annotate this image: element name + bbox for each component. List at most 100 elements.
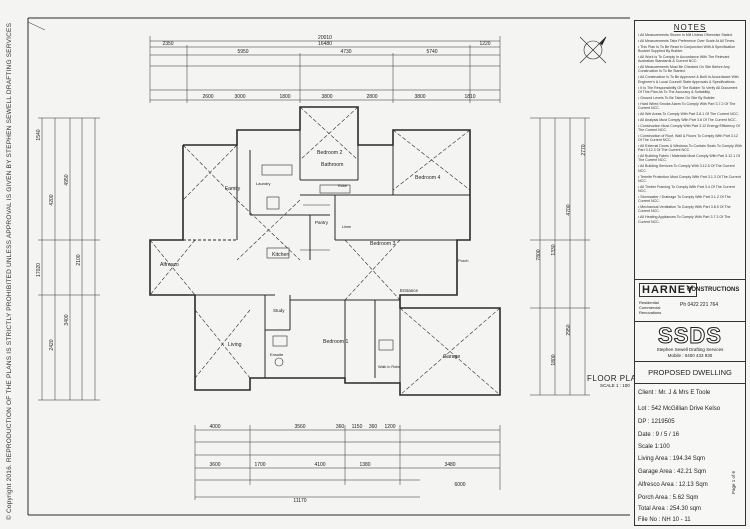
- dim-text: 4100: [314, 462, 325, 468]
- project-title-box: PROPOSED DWELLING: [635, 361, 745, 384]
- dimension-text-left: 1540 4200 4950 17020 2100 3400 2420: [36, 129, 82, 350]
- note-item: • All Analysis Must Comply With Part 3.8…: [638, 117, 737, 122]
- note-item: • Construction Must Comply With Part 3.1…: [638, 123, 740, 132]
- dim-text: 1810: [464, 94, 475, 100]
- dim-text: 1220: [479, 41, 490, 47]
- dim-text: 4700: [566, 204, 572, 215]
- note-item: • All Building Fabric / Materials Must C…: [638, 154, 740, 163]
- site-boundary: [27, 21, 46, 31]
- note-item: • All Construction Is To Be Approved & B…: [638, 75, 739, 84]
- dim-text: 4730: [340, 49, 351, 55]
- note-item: • All Work Is To Comply In Accordance Wi…: [638, 54, 730, 64]
- drafting-name: Stephen Sewell Drafting Services: [656, 347, 724, 352]
- alfresco-area: Alfresco Area : 12.13 Sqm: [638, 482, 708, 488]
- room-label-robe: Robe: [338, 184, 347, 188]
- builder-line: Residential: [639, 300, 659, 305]
- dim-text: 2600: [202, 94, 213, 100]
- dim-text: 2350: [162, 41, 173, 47]
- date: Date : 9 / 5 / 16: [638, 432, 680, 438]
- room-label-pantry: Pantry: [315, 220, 329, 225]
- dimension-lines-bottom: [194, 425, 501, 500]
- dim-text: 1380: [359, 462, 370, 468]
- note-item: • It Is The Responsibility Of The Builde…: [638, 85, 738, 94]
- builder-line: Renovations: [639, 310, 662, 315]
- porch-area: Porch Area : 5.62 Sqm: [638, 495, 699, 501]
- note-item: • All Heating Appliances To Comply With …: [638, 215, 731, 224]
- dim-overall-bottom: 11170: [293, 498, 306, 504]
- drafting-logo: SSDS Stephen Sewell Drafting Services Mo…: [635, 321, 745, 362]
- dim-text: 1700: [254, 462, 265, 468]
- dim-text: 4950: [64, 174, 70, 185]
- floor-plan-title: FLOOR PLAN: [587, 374, 643, 383]
- dim-text: 1150: [352, 424, 363, 430]
- lot: Lot : 542 McGillian Drive Kelso: [638, 406, 721, 412]
- builder-phone: Ph 0422 221 764: [680, 302, 719, 308]
- dim-text: 2950: [566, 324, 572, 335]
- internal-walls: [183, 130, 470, 395]
- room-label-kitchen: Kitchen: [272, 252, 289, 258]
- floor-plan-drawing: Bedroom 2 Bedroom 4 Bedroom 3 Bedroom 1 …: [27, 17, 630, 516]
- dim-text: 5740: [426, 49, 437, 55]
- dim-text: 2100: [76, 254, 82, 265]
- dimension-lines-left: [38, 117, 100, 401]
- dim-text: 3800: [414, 94, 425, 100]
- dim-text: 2420: [49, 339, 55, 350]
- dim-text: 6000: [454, 482, 465, 488]
- dimension-text-bottom: 4000 3560 360 1150 360 1200 3600 1700 41…: [209, 424, 465, 504]
- room-label-bedroom4: Bedroom 4: [415, 175, 440, 181]
- note-item: • All Measurements Shown In Mill Unless …: [638, 33, 733, 37]
- dp: DP : 1219505: [638, 419, 675, 425]
- dimension-text-top: 20010 2350 16480 1220 5950 4730 5740 260…: [162, 35, 490, 100]
- note-item: • Termite Protection Must Comply With Pa…: [638, 174, 741, 183]
- dim-text: 2800: [366, 94, 377, 100]
- room-label-ensuite: Ensuite: [270, 352, 284, 357]
- notes-title: NOTES: [673, 23, 707, 32]
- floor-plan-scale: SCALE 1 : 100: [600, 383, 630, 388]
- note-item: • All Building Services To Comply With 3…: [638, 164, 735, 173]
- note-item: • All Wet Areas To Comply With Part 3.8.…: [638, 111, 739, 116]
- fixtures: [261, 164, 394, 367]
- dim-text: 3800: [321, 94, 332, 100]
- room-labels: Bedroom 2 Bedroom 4 Bedroom 3 Bedroom 1 …: [160, 150, 468, 369]
- dim-text: 3560: [294, 424, 305, 430]
- dim-overall-top: 20010: [318, 35, 332, 41]
- page-number: Page 1 of 6: [731, 470, 736, 494]
- dim-text: 1800: [551, 354, 557, 365]
- room-label-study: Study: [273, 308, 285, 313]
- dim-text: 3000: [234, 94, 245, 100]
- builder-name: HARNEY: [639, 283, 698, 297]
- client: Client : Mr. J & Mrs E Toole: [638, 390, 711, 396]
- builder-logo: HARNEY CONSTRUCTIONS Residential Commerc…: [635, 279, 745, 322]
- room-label-bedroom2: Bedroom 2: [317, 150, 342, 156]
- dim-text: 1540: [36, 129, 42, 140]
- dim-text: 4200: [49, 194, 55, 205]
- room-label-garage: Garage: [443, 354, 460, 360]
- file-no: File No : NH 10 - 11: [638, 517, 691, 523]
- builder-line: Commercial: [639, 305, 661, 310]
- builder-subtitle: CONSTRUCTIONS: [687, 287, 740, 293]
- dim-text: 17020: [36, 263, 42, 277]
- room-label-porch: Porch: [458, 258, 468, 263]
- note-item: • Hard Wired Smoke Alarm To Comply With …: [638, 101, 736, 110]
- room-label-bedroom1: Bedroom 1: [323, 339, 348, 345]
- ssds-logo: SSDS: [658, 323, 722, 349]
- dimension-lines-right: [530, 117, 590, 396]
- dim-text: 3600: [209, 462, 220, 468]
- dim-text: 360: [369, 424, 378, 430]
- dim-text: 4000: [209, 424, 220, 430]
- room-label-living: Living: [228, 342, 242, 348]
- note-item: • Stormwater / Drainage To Comply With P…: [638, 194, 731, 204]
- dimension-text-right: 2770 4700 1330 7800 2950 1800: [536, 144, 587, 365]
- dim-text: 7800: [536, 249, 542, 260]
- total-area: Total Area : 254.30 sqm: [638, 506, 702, 512]
- note-item: • Construction of Roof, Wall & Floors To…: [638, 133, 738, 143]
- note-item: • All Measurements Take Preference Over …: [638, 38, 736, 43]
- dim-text: 3480: [444, 462, 455, 468]
- note-item: • This Plan Is To Be Read In Conjunction…: [638, 44, 736, 54]
- living-area: Living Area : 194.34 Sqm: [638, 456, 706, 462]
- project-title: PROPOSED DWELLING: [648, 368, 732, 377]
- dim-text: 1330: [551, 244, 557, 255]
- note-item: • All Measurements Must Be Checked On Si…: [638, 65, 730, 74]
- drafting-mobile: Mobile : 0400 433 930: [667, 353, 713, 358]
- dim-text: 1800: [279, 94, 290, 100]
